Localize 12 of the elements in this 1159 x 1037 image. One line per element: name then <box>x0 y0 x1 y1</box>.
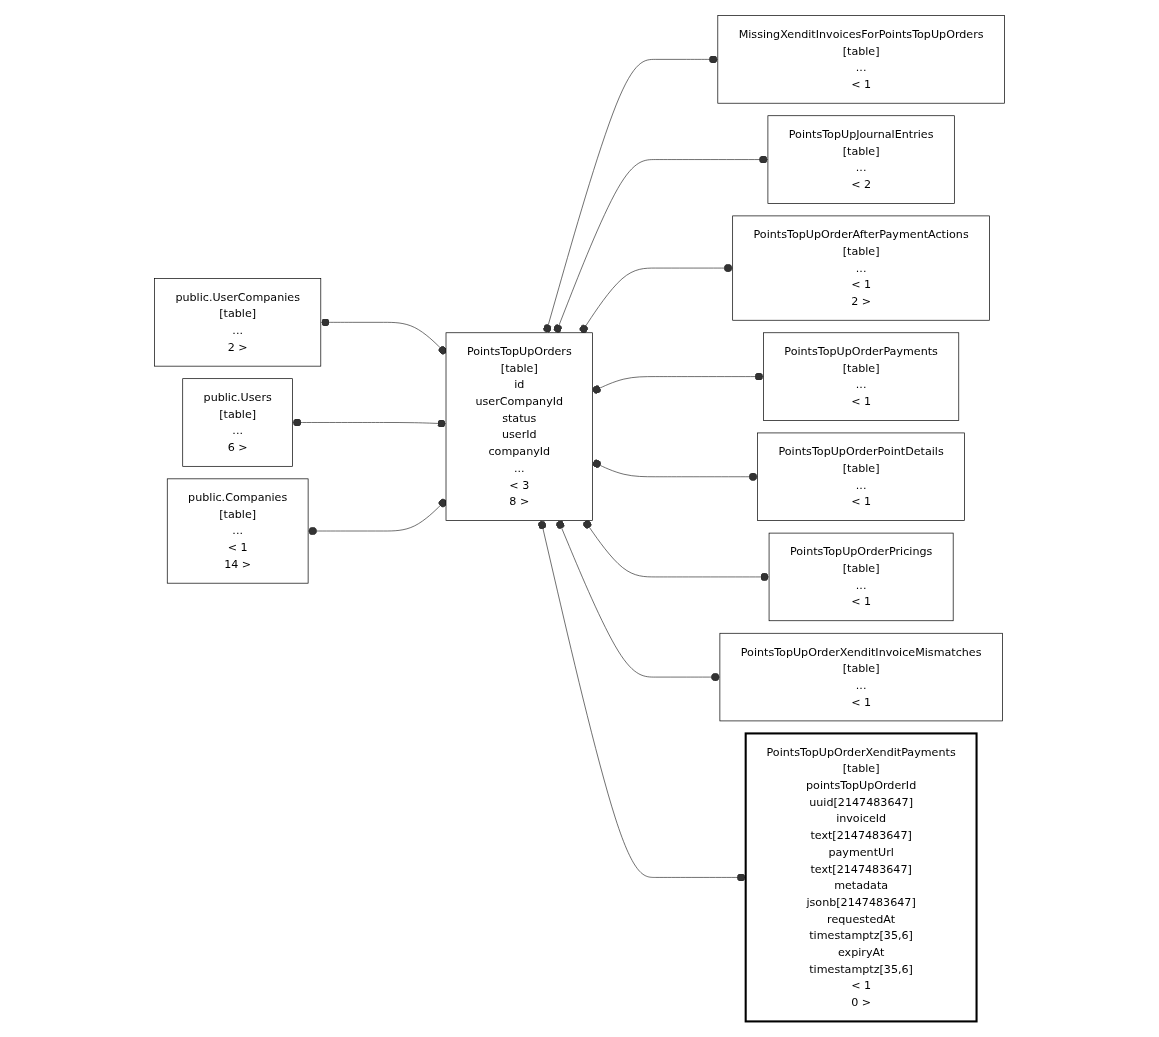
node-box: PointsTopUpOrders [table] id userCompanyId status userId companyId ... < 3 8 > <box>445 332 593 521</box>
node-box: PointsTopUpOrderXenditPayments [table] pointsTopUpOrderId uuid[2147483647] invoiceId text[2147483647] paymentUrl text[2147483647] metadata jsonb[2147483647] requestedAt timestamptz[35,6] expiryAt timestamptz[35,6] < 1 0 > <box>744 732 978 1023</box>
node-box: PointsTopUpOrderPointDetails [table] ... < 1 <box>757 432 965 521</box>
node-box: PointsTopUpJournalEntries [table] ... < 2 <box>767 115 955 204</box>
node-box: public.UserCompanies [table] ... 2 > <box>154 278 322 367</box>
node-box: public.Users [table] ... 6 > <box>182 378 293 467</box>
node-box: PointsTopUpOrderXenditInvoiceMismatches [table] ... < 1 <box>719 632 1003 722</box>
node-box: PointsTopUpOrderPayments [table] ... < 1 <box>763 332 960 421</box>
node-box: PointsTopUpOrderAfterPaymentActions [table] ... < 1 2 > <box>732 215 990 321</box>
node-box: MissingXenditInvoicesForPointsTopUpOrders [table] ... < 1 <box>717 15 1005 104</box>
node-box: public.Companies [table] ... < 1 14 > <box>166 478 309 584</box>
node-box: PointsTopUpOrderPricings [table] ... < 1 <box>768 532 954 622</box>
